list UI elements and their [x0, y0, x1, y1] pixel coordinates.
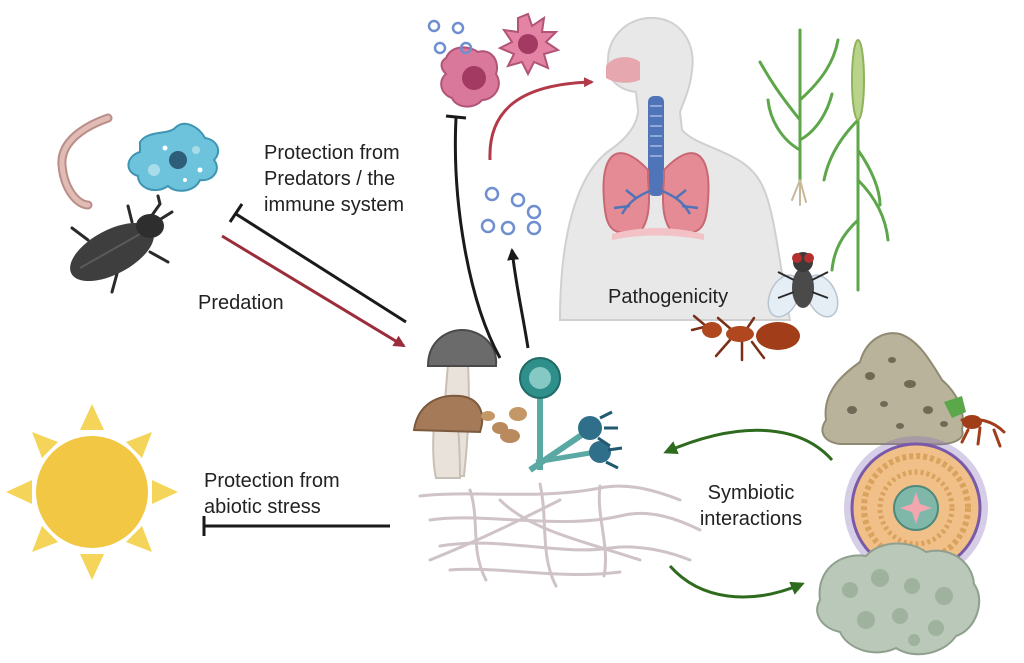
rock-icon [821, 332, 1006, 448]
protection-abiotic-line-2: abiotic stress [204, 496, 321, 518]
protection-predators-line-3: immune system [264, 194, 405, 216]
inhibit-immune-arrow [445, 114, 502, 359]
inhibit-abiotic-arrow [202, 516, 390, 536]
symbiotic-line-2: interactions [699, 508, 803, 530]
protection-predators-label: Protection from Predators / the immune s… [264, 140, 404, 218]
beetle-icon [70, 194, 174, 294]
immune-cell-icon [440, 12, 561, 108]
pathogen-arrow [488, 77, 594, 161]
fly-icon [767, 252, 839, 318]
plant-icon [758, 28, 890, 292]
sun-icon [6, 404, 178, 580]
pathogenicity-label: Pathogenicity [608, 286, 729, 308]
symbiotic-line-1: Symbiotic [707, 482, 795, 504]
mushroom-icon [412, 328, 527, 479]
protection-abiotic-line-1: Protection from [204, 470, 340, 492]
predation-label: Predation [198, 292, 284, 314]
conidia-icon [480, 186, 542, 236]
lichen-icon [816, 542, 981, 656]
human-lungs-icon [558, 16, 792, 321]
protection-abiotic-label: Protection from abiotic stress [204, 468, 340, 520]
hyphae-icon [418, 482, 702, 588]
symbiotic-arrow-out [668, 565, 805, 599]
predation-arrow [221, 234, 406, 348]
inhibit-predators-arrow [228, 203, 407, 324]
root-cross-section-icon [844, 436, 988, 580]
symbiotic-arrow-in [663, 428, 834, 461]
protection-predators-line-2: Predators / the [264, 168, 396, 190]
aspergillus-icon [519, 357, 623, 473]
protection-predators-line-1: Protection from [264, 142, 400, 164]
amoeba-icon [127, 122, 220, 192]
spore-release-arrow [507, 248, 530, 349]
ant-icon [690, 314, 800, 362]
worm-icon [57, 113, 113, 210]
symbiotic-interactions-label: Symbiotic interactions [686, 480, 816, 532]
spore-icon [427, 19, 473, 55]
wheat-ear-icon [851, 39, 865, 121]
